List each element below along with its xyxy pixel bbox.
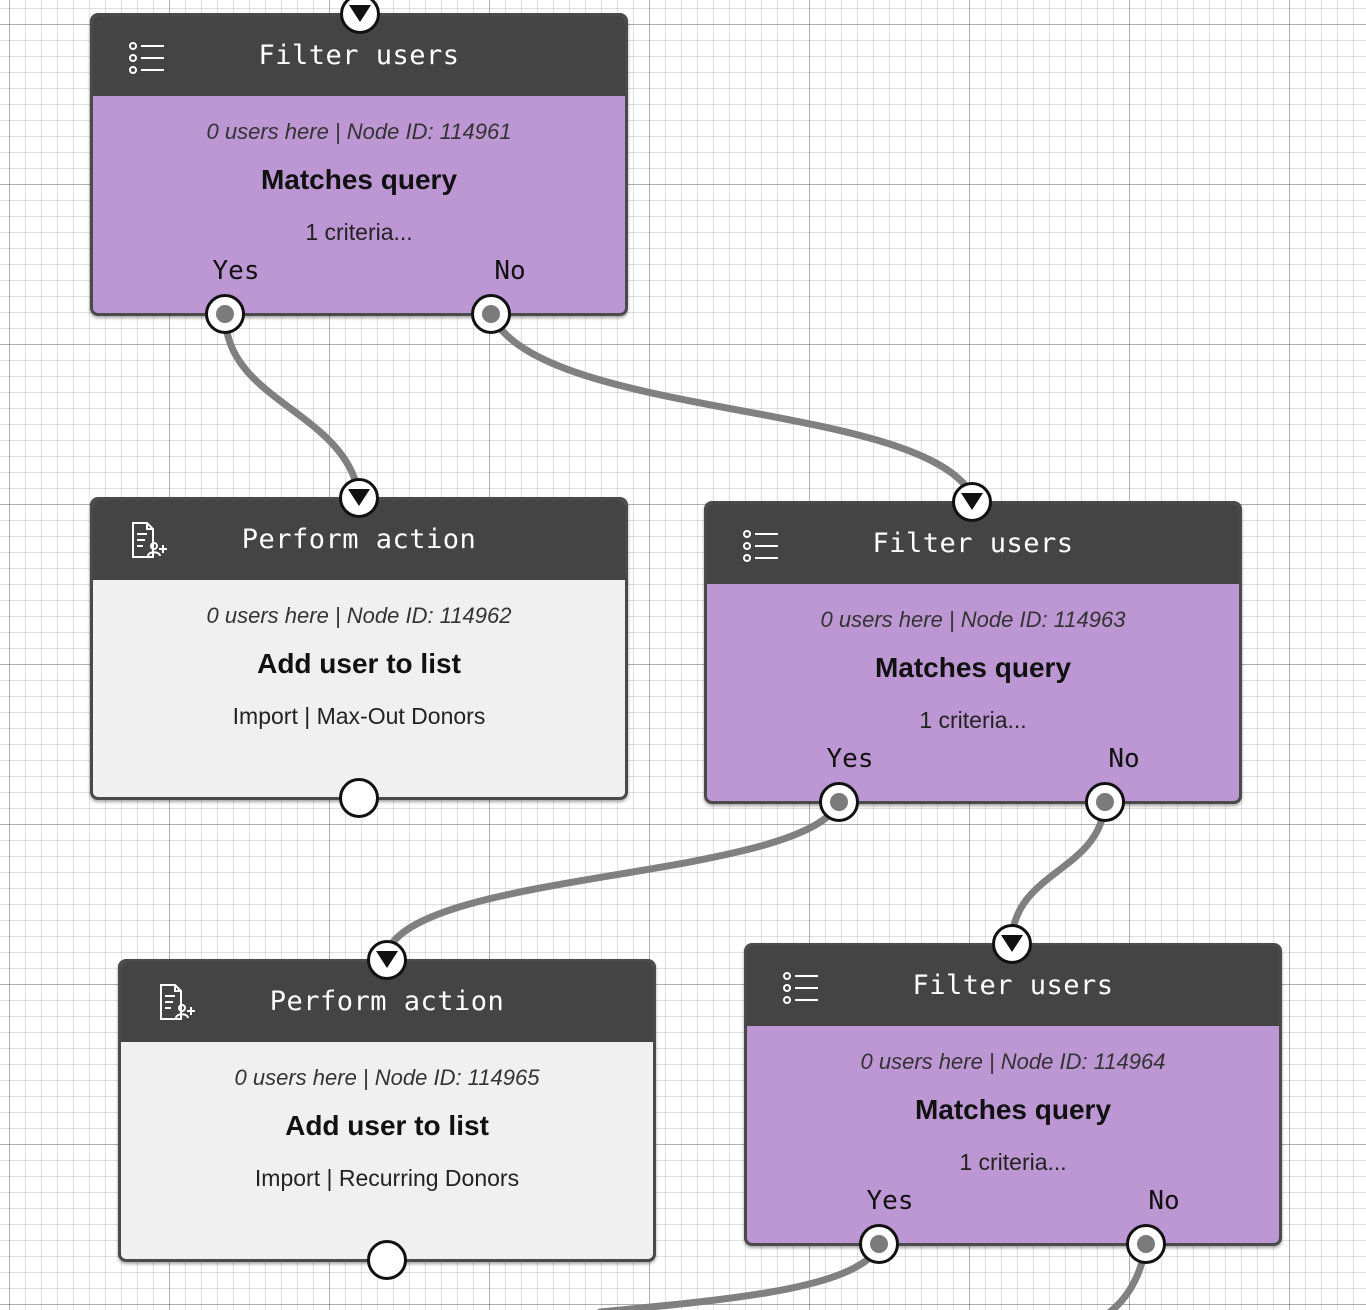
add-user-document-icon	[132, 522, 167, 558]
yes-output-port[interactable]	[819, 782, 859, 822]
no-port-label: No	[494, 256, 526, 286]
node-detail: 1 criteria...	[959, 1149, 1067, 1175]
port-dot	[1096, 793, 1114, 811]
node-detail: Import | Max-Out Donors	[232, 703, 486, 729]
input-port[interactable]	[340, 0, 380, 34]
node-meta: 0 users here | Node ID: 114963	[820, 607, 1126, 632]
node-title: Filter users	[258, 40, 460, 71]
yes-output-port[interactable]	[205, 294, 245, 334]
port-dot	[870, 1235, 888, 1253]
yes-port-label: Yes	[826, 744, 874, 774]
connector-node5-yes-off-canvas[interactable]	[597, 1241, 883, 1310]
node-name: Add user to list	[285, 1110, 489, 1141]
perform-action-node[interactable]: Perform action 0 users here | Node ID: 1…	[118, 959, 656, 1262]
node-detail: 1 criteria...	[305, 219, 413, 245]
node-detail: 1 criteria...	[919, 707, 1027, 733]
filter-users-node[interactable]: Filter users 0 users here | Node ID: 114…	[704, 501, 1242, 804]
node-meta: 0 users here | Node ID: 114961	[206, 119, 512, 144]
input-port[interactable]	[367, 940, 407, 980]
filter-users-node[interactable]: Filter users 0 users here | Node ID: 114…	[90, 13, 628, 316]
node-title: Perform action	[241, 524, 477, 555]
no-port-label: No	[1148, 1186, 1180, 1216]
port-dot	[482, 305, 500, 323]
no-output-port[interactable]	[471, 294, 511, 334]
connector-node1-yes-to-node2[interactable]	[221, 310, 362, 494]
yes-port-label: Yes	[212, 256, 260, 286]
list-filter-icon	[743, 530, 778, 562]
node-meta: 0 users here | Node ID: 114965	[234, 1065, 540, 1090]
output-port[interactable]	[339, 778, 379, 818]
filter-users-node[interactable]: Filter users 0 users here | Node ID: 114…	[744, 943, 1282, 1246]
port-dot	[830, 793, 848, 811]
no-output-port[interactable]	[1085, 782, 1125, 822]
no-port-label: No	[1108, 744, 1140, 774]
list-filter-icon	[129, 42, 164, 74]
list-filter-icon	[783, 972, 818, 1004]
node-meta: 0 users here | Node ID: 114964	[860, 1049, 1166, 1074]
node-title: Perform action	[269, 986, 505, 1017]
connector-node3-yes-to-node4[interactable]	[383, 799, 843, 956]
node-name: Add user to list	[257, 648, 461, 679]
output-port[interactable]	[367, 1240, 407, 1280]
input-port[interactable]	[339, 478, 379, 518]
node-name: Matches query	[874, 652, 1072, 683]
add-user-document-icon	[160, 984, 195, 1020]
yes-output-port[interactable]	[859, 1224, 899, 1264]
node-title: Filter users	[912, 970, 1114, 1001]
node-detail: Import | Recurring Donors	[254, 1165, 520, 1191]
node-title: Filter users	[872, 528, 1074, 559]
node-meta: 0 users here | Node ID: 114962	[206, 603, 512, 628]
port-dot	[1137, 1235, 1155, 1253]
input-port[interactable]	[952, 482, 992, 522]
connector-node3-no-to-node5[interactable]	[1008, 799, 1109, 939]
port-dot	[216, 305, 234, 323]
perform-action-node[interactable]: Perform action 0 users here | Node ID: 1…	[90, 497, 628, 800]
no-output-port[interactable]	[1126, 1224, 1166, 1264]
node-header[interactable]: Perform action	[93, 500, 625, 580]
input-port[interactable]	[992, 924, 1032, 964]
connector-node1-no-to-node3[interactable]	[487, 310, 976, 499]
yes-port-label: Yes	[866, 1186, 914, 1216]
node-name: Matches query	[260, 164, 458, 195]
node-name: Matches query	[914, 1094, 1112, 1125]
